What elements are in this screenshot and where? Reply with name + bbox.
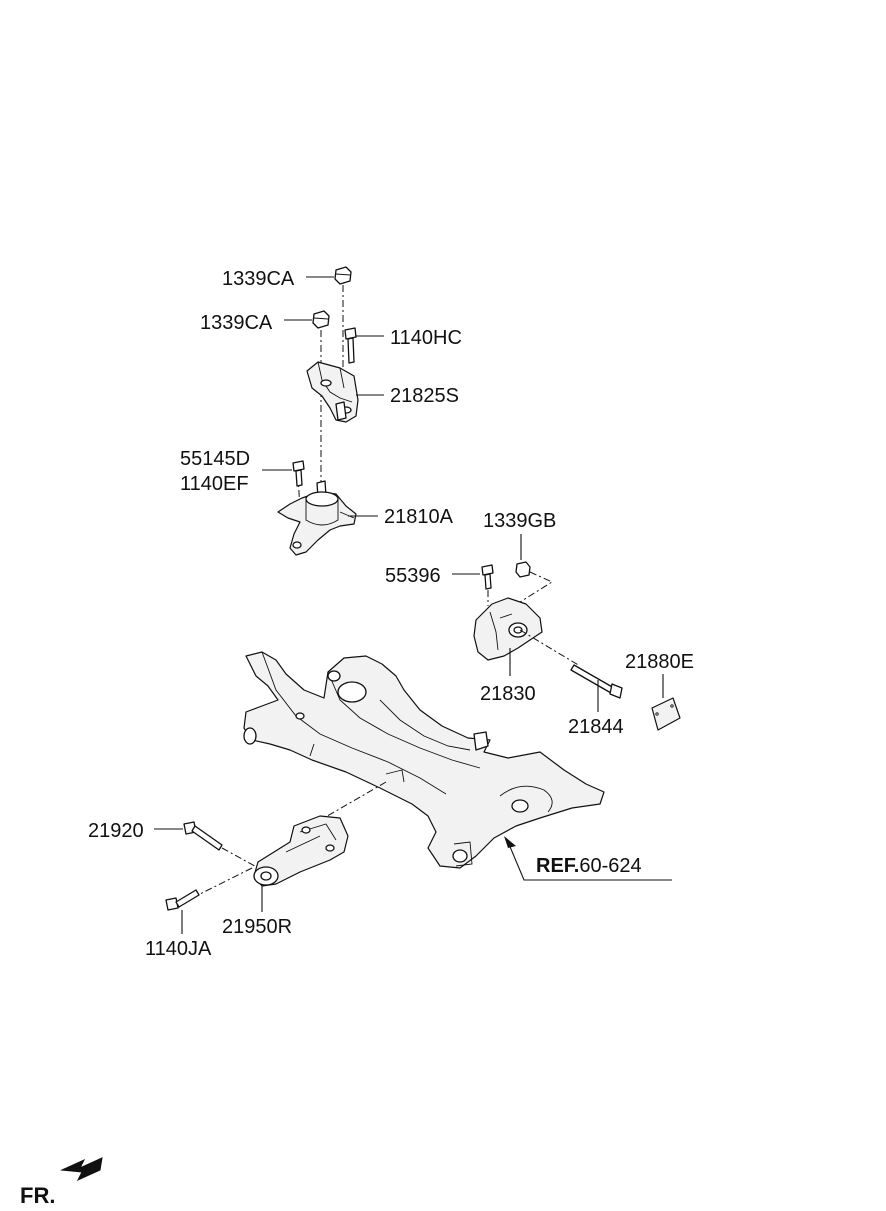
bracket-21825s[interactable] — [306, 361, 359, 423]
label-1339ca-top[interactable]: 1339CA — [222, 268, 295, 290]
label-21950r[interactable]: 21950R — [222, 916, 292, 938]
label-21810a[interactable]: 21810A — [384, 506, 454, 528]
label-1140ef[interactable]: 1140EF — [180, 473, 249, 495]
centerline-1339gb — [519, 571, 554, 603]
front-arrow-icon — [60, 1157, 103, 1182]
label-21830[interactable]: 21830 — [480, 683, 536, 705]
nut-1339ca-mid[interactable] — [312, 310, 330, 329]
label-1339gb[interactable]: 1339GB — [483, 510, 556, 532]
reference-label[interactable]: REF.60-624 — [536, 855, 642, 877]
label-21920[interactable]: 21920 — [88, 820, 144, 842]
engine-mount-21810a[interactable] — [277, 480, 357, 556]
centerline-1140ja — [195, 867, 253, 897]
centerline-21844 — [519, 629, 581, 667]
leader-ref — [504, 836, 672, 881]
bolt-21920[interactable] — [183, 821, 223, 851]
bolt-55145d-1140ef[interactable] — [292, 460, 305, 487]
label-55145d[interactable]: 55145D — [180, 448, 250, 470]
label-1140hc[interactable]: 1140HC — [390, 327, 462, 349]
front-direction-indicator: FR. — [20, 1157, 103, 1208]
transmission-mount-21830[interactable] — [473, 597, 543, 661]
roll-rod-21950r[interactable] — [253, 815, 349, 887]
label-1140ja[interactable]: 1140JA — [145, 938, 212, 960]
label-1339ca-mid[interactable]: 1339CA — [200, 312, 273, 334]
label-21844[interactable]: 21844 — [568, 716, 624, 738]
label-21880e[interactable]: 21880E — [625, 651, 694, 673]
nut-1339ca-top[interactable] — [334, 266, 352, 285]
label-21825s[interactable]: 21825S — [390, 385, 459, 407]
cover-plate-21880e[interactable] — [651, 697, 681, 731]
bolt-55396[interactable] — [481, 564, 494, 590]
reference-prefix: REF. — [536, 855, 579, 877]
reference-number: 60-624 — [579, 855, 641, 877]
centerline-21920 — [221, 847, 263, 871]
subframe-crossmember[interactable] — [243, 651, 605, 869]
bolt-21844[interactable] — [570, 664, 623, 699]
label-55396[interactable]: 55396 — [385, 565, 441, 587]
bolt-1140hc[interactable] — [344, 327, 357, 364]
bolt-1140ja[interactable] — [165, 889, 200, 911]
front-label: FR. — [20, 1183, 55, 1208]
svg-text:REF.60-624: REF.60-624 — [536, 855, 642, 877]
nut-1339gb[interactable] — [515, 561, 531, 578]
